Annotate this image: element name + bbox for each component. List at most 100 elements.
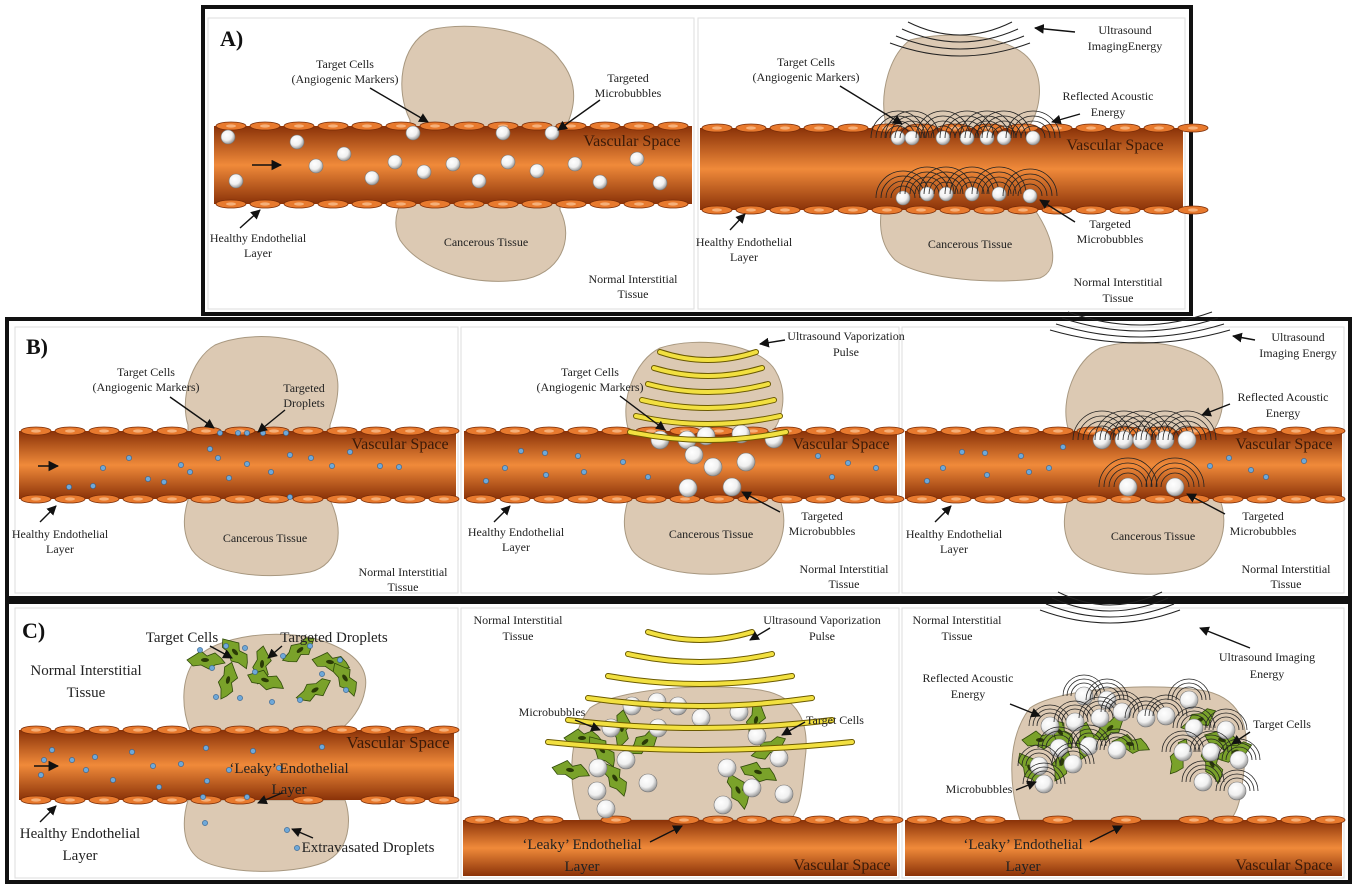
label-normal-interstitial: Normal InterstitialTissue — [1242, 562, 1332, 591]
microbubble — [337, 147, 351, 161]
endothelial-nucleus — [782, 497, 792, 500]
droplet — [984, 472, 989, 477]
panel-b-tag: B) — [26, 334, 48, 359]
droplet — [202, 820, 207, 825]
microbubble — [775, 785, 793, 803]
endothelial-nucleus — [303, 798, 313, 801]
endothelial-nucleus — [430, 124, 440, 127]
endothelial-nucleus — [917, 818, 927, 821]
endothelial-nucleus — [612, 429, 622, 432]
microbubble — [1041, 717, 1059, 735]
microbubble — [545, 126, 559, 140]
endothelial-nucleus — [1223, 429, 1233, 432]
endothelial-nucleus — [464, 124, 474, 127]
endothelial-nucleus — [634, 202, 644, 205]
endothelial-nucleus — [430, 202, 440, 205]
droplet — [217, 430, 222, 435]
droplet — [518, 448, 523, 453]
endothelial-nucleus — [167, 497, 177, 500]
droplet — [129, 749, 134, 754]
endothelial-nucleus — [476, 429, 486, 432]
endothelial-nucleus — [1188, 126, 1198, 129]
endothelial-nucleus — [950, 208, 960, 211]
label-targeted-microbubbles: TargetedMicrobubbles — [789, 509, 856, 538]
label-ultrasound: UltrasoundImagingEnergy — [1088, 23, 1162, 53]
endothelial-nucleus — [371, 798, 381, 801]
droplet — [110, 777, 115, 782]
endothelial-nucleus — [951, 818, 961, 821]
panel-b-right: UltrasoundImaging Energy Reflected Acous… — [905, 312, 1345, 591]
endothelial-nucleus — [668, 124, 678, 127]
endothelial-nucleus — [1257, 497, 1267, 500]
endothelial-nucleus — [1325, 818, 1335, 821]
droplet — [215, 455, 220, 460]
endothelial-nucleus — [464, 202, 474, 205]
endothelial-nucleus — [883, 818, 893, 821]
label-vaporization: Ultrasound VaporizationPulse — [787, 329, 904, 359]
droplet — [829, 474, 834, 479]
endothelial-nucleus — [476, 497, 486, 500]
droplet — [575, 453, 580, 458]
endothelial-nucleus — [600, 202, 610, 205]
microbubble — [309, 159, 323, 173]
microbubble — [692, 709, 710, 727]
endothelial-nucleus — [260, 202, 270, 205]
label-vascular-space: Vascular Space — [351, 436, 448, 453]
endothelial-nucleus — [509, 818, 519, 821]
endothelial-nucleus — [850, 497, 860, 500]
microbubble — [679, 479, 697, 497]
endothelial-nucleus — [439, 798, 449, 801]
droplet — [38, 772, 43, 777]
microbubble — [589, 759, 607, 777]
endothelial-nucleus — [1086, 126, 1096, 129]
droplet — [1046, 465, 1051, 470]
label-target-cells: Target Cells — [806, 713, 864, 727]
droplet — [200, 794, 205, 799]
endothelial-nucleus — [371, 728, 381, 731]
droplet — [223, 643, 228, 648]
droplet — [845, 460, 850, 465]
endothelial-nucleus — [646, 429, 656, 432]
endothelial-nucleus — [133, 497, 143, 500]
endothelial-nucleus — [1120, 126, 1130, 129]
microbubble — [1026, 131, 1040, 145]
droplet — [581, 469, 586, 474]
endothelial-nucleus — [746, 126, 756, 129]
endothelial-nucleus — [405, 728, 415, 731]
droplet — [294, 845, 299, 850]
microbubble — [1180, 691, 1198, 709]
panel-a-right: UltrasoundImagingEnergy Target Cells(Ang… — [696, 22, 1208, 305]
droplet — [161, 479, 166, 484]
endothelial-nucleus — [1291, 818, 1301, 821]
label-normal-interstitial: Normal InterstitialTissue — [589, 272, 679, 301]
microbubble — [597, 800, 615, 818]
microbubble — [1217, 721, 1235, 739]
microbubble — [1113, 703, 1131, 721]
endothelial-nucleus — [439, 429, 449, 432]
endothelial-nucleus — [578, 497, 588, 500]
endothelial-nucleus — [294, 202, 304, 205]
endothelial-nucleus — [167, 728, 177, 731]
microbubble — [588, 782, 606, 800]
endothelial-nucleus — [713, 818, 723, 821]
endothelial-nucleus — [235, 728, 245, 731]
endothelial-nucleus — [201, 429, 211, 432]
endothelial-nucleus — [167, 798, 177, 801]
microbubble — [1091, 709, 1109, 727]
label-vascular-space: Vascular Space — [793, 857, 890, 874]
label-target-cells: Target Cells — [1253, 717, 1311, 731]
microbubble — [891, 131, 905, 145]
label-normal-interstitial: Normal InterstitialTissue — [359, 565, 449, 594]
microbubble — [639, 774, 657, 792]
endothelial-nucleus — [712, 126, 722, 129]
endothelial-nucleus — [1188, 208, 1198, 211]
endothelial-nucleus — [781, 818, 791, 821]
endothelial-nucleus — [814, 208, 824, 211]
droplet — [250, 748, 255, 753]
microbubble — [1035, 775, 1053, 793]
endothelial-nucleus — [510, 429, 520, 432]
droplet — [287, 452, 292, 457]
